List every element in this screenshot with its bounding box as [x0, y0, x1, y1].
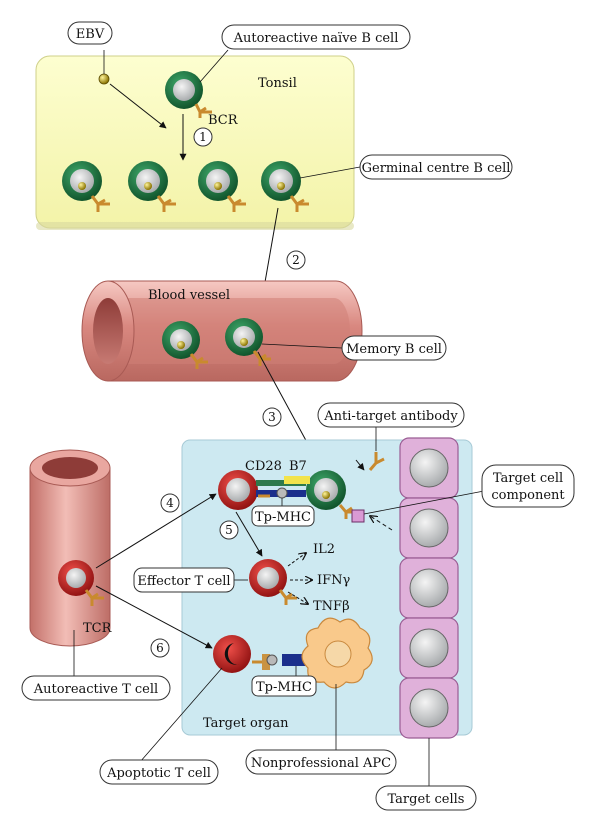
activated-b-cell	[306, 470, 357, 519]
ifn-label: IFNγ	[317, 573, 351, 588]
naive-b-leader-line	[199, 49, 229, 83]
tnf-secretion-arrow	[287, 591, 308, 604]
step-2-badge: 2	[286, 250, 306, 270]
svg-text:5: 5	[225, 523, 233, 537]
step-5-badge: 5	[219, 520, 239, 540]
apc-label: Nonprofessional APC	[251, 756, 391, 771]
memory-b-cell	[225, 318, 271, 366]
effector-t-cell	[249, 559, 297, 605]
apoptotic-callout: Apoptotic T cell	[99, 759, 219, 785]
nonprofessional-apc	[301, 617, 373, 689]
svg-text:Tp-MHC: Tp-MHC	[256, 680, 312, 695]
capillary	[29, 449, 111, 647]
svg-text:Tp-MHC: Tp-MHC	[255, 510, 311, 525]
svg-text:6: 6	[156, 641, 164, 655]
target-organ-label: Target organ	[203, 716, 289, 731]
antibody-label: Anti-target antibody	[323, 409, 458, 424]
autoreactive-t-callout: Autoreactive T cell	[21, 675, 171, 701]
apc-callout: Nonprofessional APC	[245, 749, 397, 775]
ebv-infection-arrow	[109, 83, 167, 129]
bcr-label: BCR	[208, 113, 239, 128]
il2-secretion-arrow	[287, 553, 306, 567]
b7-label: B7	[289, 459, 307, 474]
blood-vessel-label: Blood vessel	[148, 288, 230, 303]
component-callout: Target cell component	[481, 464, 575, 508]
germinal-b-cell	[261, 161, 309, 212]
tp-peptide	[276, 487, 288, 499]
il2-label: IL2	[313, 542, 335, 557]
naive-b-callout: Autoreactive naïve B cell	[221, 24, 411, 50]
step-4-badge: 4	[160, 493, 180, 513]
target-cells-callout: Target cells	[375, 785, 477, 811]
memory-leader-line	[261, 343, 343, 349]
apoptotic-t-cell	[213, 635, 251, 673]
autoreactive-t-label: Autoreactive T cell	[33, 682, 158, 697]
cd28-molecule	[256, 480, 306, 486]
svg-text:1: 1	[199, 130, 207, 144]
ebv-particle	[98, 73, 110, 85]
autoreactive-t-cell	[58, 560, 104, 606]
b7-molecule	[284, 476, 310, 484]
target-cells-column	[399, 437, 459, 739]
tp-mhc-callout-1: Tp-MHC	[251, 505, 315, 527]
germinal-leader-line	[299, 166, 361, 179]
svg-text:2: 2	[292, 253, 300, 267]
ebv-callout: EBV	[67, 21, 113, 45]
target-cell-component	[351, 509, 365, 523]
tnf-label: TNFβ	[313, 599, 350, 614]
svg-text:4: 4	[166, 496, 174, 510]
memory-b-cell	[162, 321, 208, 369]
target-cells-label: Target cells	[388, 792, 465, 807]
ebv-label: EBV	[76, 27, 105, 42]
step-6-badge: 6	[150, 638, 170, 658]
tp-mhc-callout-2: Tp-MHC	[251, 675, 317, 697]
effector-label: Effector T cell	[137, 574, 230, 589]
step-3-badge: 3	[262, 407, 282, 427]
memory-label: Memory B cell	[346, 342, 442, 357]
apoptosis-arrow	[95, 585, 213, 649]
step-1-badge: 1	[193, 127, 213, 147]
component-release-arrow	[370, 516, 393, 531]
memory-callout: Memory B cell	[341, 335, 447, 361]
effector-callout: Effector T cell	[133, 567, 235, 593]
t-cell-entry-arrow	[95, 493, 217, 569]
differentiation-arrow	[235, 511, 263, 557]
germinal-label: Germinal centre B cell	[362, 161, 511, 176]
germinal-callout: Germinal centre B cell	[359, 154, 513, 180]
germinal-b-cell	[198, 161, 246, 212]
germinal-b-cell	[62, 161, 110, 212]
svg-text:component: component	[491, 488, 565, 503]
germinal-b-cell	[128, 161, 176, 212]
tonsil-label: Tonsil	[258, 76, 297, 91]
antibody-callout: Anti-target antibody	[317, 402, 465, 428]
apoptotic-leader-line	[139, 667, 223, 763]
anti-target-antibody	[355, 452, 385, 471]
blood-vessel: Blood vessel	[81, 280, 363, 382]
naive-b-label: Autoreactive naïve B cell	[233, 31, 399, 46]
svg-text:Target cell: Target cell	[493, 471, 563, 486]
component-leader-line	[363, 490, 485, 515]
t-cell-activating	[218, 470, 258, 510]
cd28-label: CD28	[245, 459, 282, 474]
svg-text:3: 3	[268, 410, 276, 424]
apoptotic-label: Apoptotic T cell	[106, 766, 211, 781]
naive-b-cell	[165, 71, 212, 118]
tcr-label: TCR	[83, 621, 113, 636]
tp-peptide	[266, 654, 278, 666]
